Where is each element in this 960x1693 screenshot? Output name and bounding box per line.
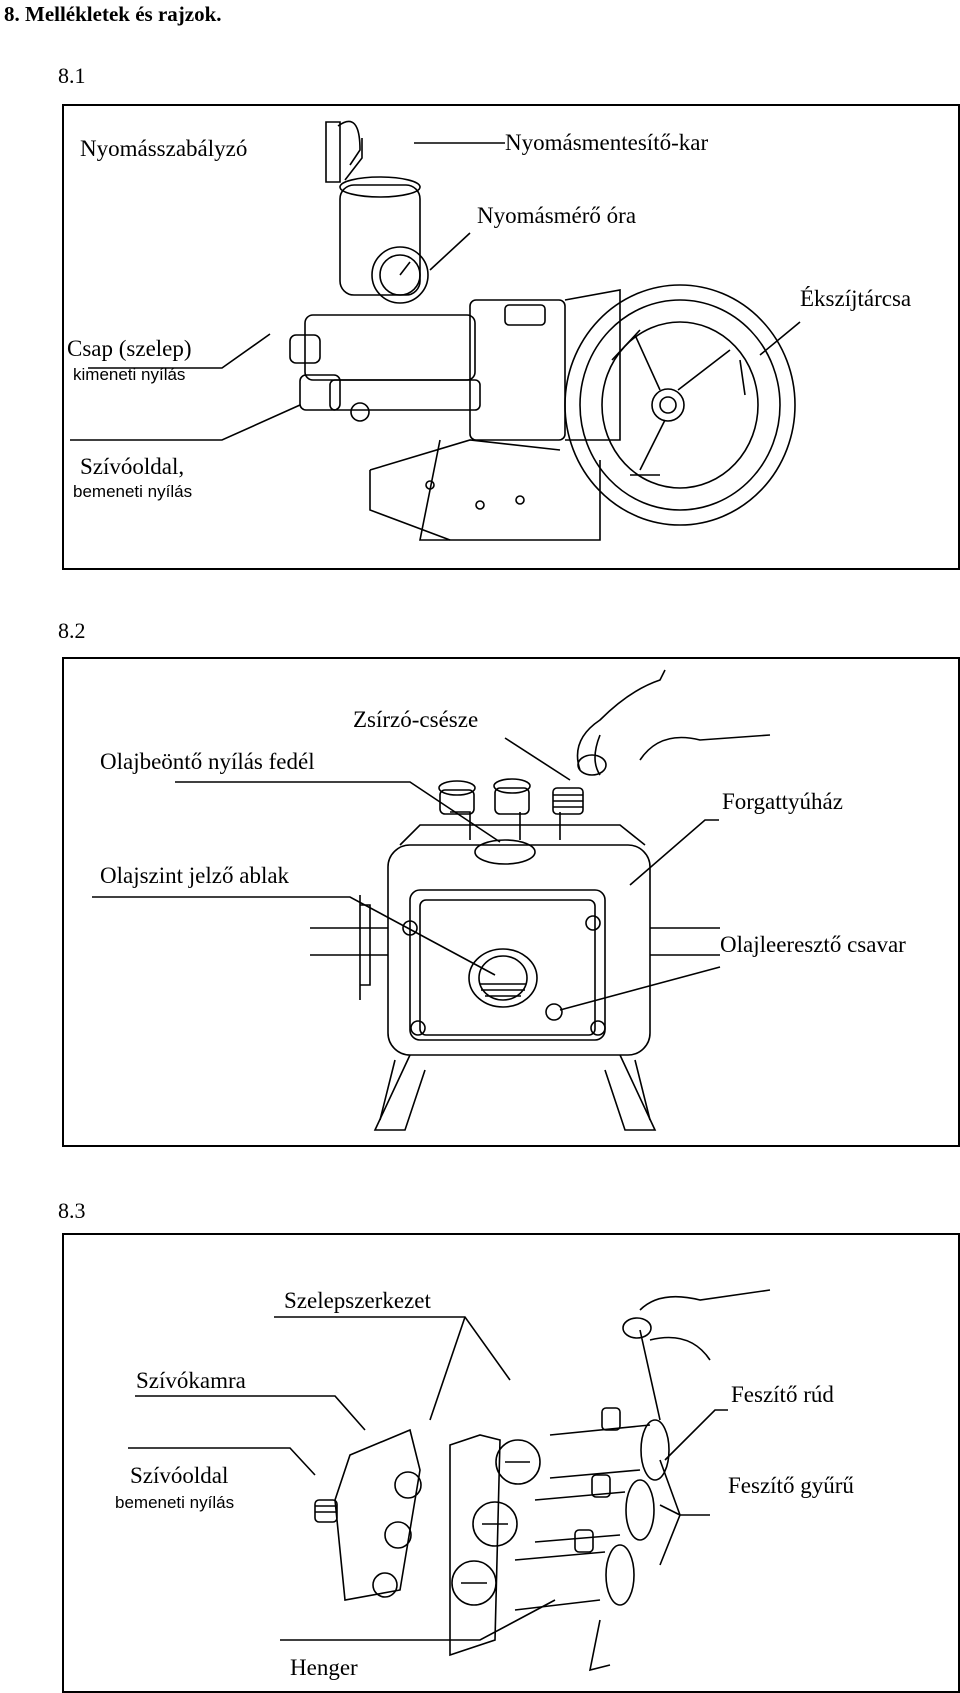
label-tap-valve: Csap (szelep)	[67, 336, 192, 361]
label-oil-level-window: Olajszint jelző ablak	[100, 863, 290, 888]
label-grease-cup: Zsírzó-csésze	[353, 707, 479, 732]
figure-8-3-frame	[62, 1233, 960, 1693]
label-pressure-regulator: Nyomásszabályzó	[80, 136, 248, 161]
label-suction-chamber: Szívókamra	[136, 1368, 246, 1393]
label-v-belt-pulley: Ékszíjtárcsa	[800, 286, 912, 311]
label-oil-drain-screw: Olajleeresztő csavar	[720, 932, 906, 957]
label-outlet: kimeneti nyílás	[73, 365, 186, 384]
figure-8-2-frame	[62, 657, 960, 1147]
label-pressure-gauge: Nyomásmérő óra	[477, 203, 637, 228]
section-number-8-2: 8.2	[58, 618, 86, 643]
label-tension-ring: Feszítő gyűrű	[728, 1473, 854, 1498]
label-suction-side-8-3: Szívóoldal	[130, 1463, 229, 1488]
label-crankcase: Forgattyúház	[722, 789, 843, 814]
page-heading: 8. Mellékletek és rajzok.	[4, 2, 222, 26]
section-number-8-1: 8.1	[58, 63, 86, 88]
label-valve-assembly: Szelepszerkezet	[284, 1288, 431, 1313]
label-suction-side: Szívóoldal,	[80, 454, 185, 479]
label-inlet-8-3: bemeneti nyílás	[115, 1493, 235, 1512]
label-oil-filler-cap: Olajbeöntő nyílás fedél	[100, 749, 315, 774]
label-cylinder: Henger	[290, 1655, 358, 1680]
label-tension-rod: Feszítő rúd	[731, 1382, 834, 1407]
label-pressure-relief-lever: Nyomásmentesítő-kar	[505, 130, 709, 155]
figure-8-1-frame	[62, 104, 960, 570]
section-number-8-3: 8.3	[58, 1198, 86, 1223]
label-inlet: bemeneti nyílás	[73, 482, 193, 501]
